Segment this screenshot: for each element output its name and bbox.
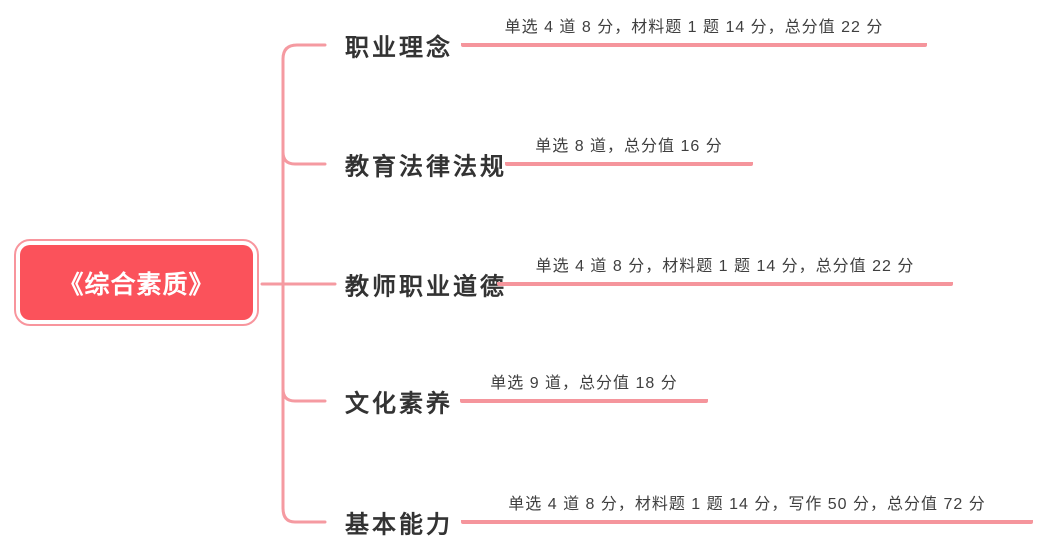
branch-detail-3[interactable]: 单选 4 道 8 分，材料题 1 题 14 分，总分值 22 分 xyxy=(497,256,953,286)
branch-topic-1[interactable]: 职业理念 xyxy=(345,34,453,62)
branch-detail-2[interactable]: 单选 8 道，总分值 16 分 xyxy=(505,136,753,166)
root-topic-label: 《综合素质》 xyxy=(20,245,253,320)
connector-branch-1 xyxy=(281,43,327,61)
branch-detail-5[interactable]: 单选 4 道 8 分，材料题 1 题 14 分，写作 50 分，总分值 72 分 xyxy=(461,494,1033,524)
connector-branch-5 xyxy=(281,506,327,524)
branch-detail-4[interactable]: 单选 9 道，总分值 18 分 xyxy=(460,373,708,403)
connector-branch-4 xyxy=(281,387,327,403)
root-topic[interactable]: 《综合素质》 xyxy=(14,239,259,326)
branch-topic-5[interactable]: 基本能力 xyxy=(345,511,453,539)
connector-branch-2 xyxy=(281,150,327,166)
branch-topic-3[interactable]: 教师职业道德 xyxy=(345,273,507,301)
branch-detail-1[interactable]: 单选 4 道 8 分，材料题 1 题 14 分，总分值 22 分 xyxy=(461,17,927,47)
branch-topic-2[interactable]: 教育法律法规 xyxy=(345,153,507,181)
branch-topic-4[interactable]: 文化素养 xyxy=(345,390,453,418)
